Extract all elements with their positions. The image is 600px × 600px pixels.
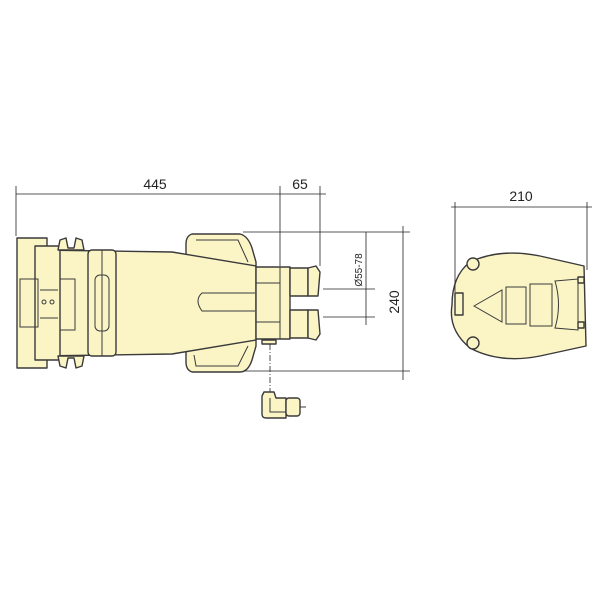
side-view <box>16 233 321 419</box>
front-dimensions: 210 <box>451 188 592 292</box>
dim-width: 210 <box>509 188 533 204</box>
handle-inner <box>193 239 249 367</box>
clamp-top <box>57 237 85 251</box>
angle-adapter <box>261 391 306 419</box>
gland-block <box>255 266 291 340</box>
cable-gland-top <box>289 267 309 297</box>
dim-length: 445 <box>143 176 167 192</box>
dim-height: 240 <box>386 290 402 314</box>
main-body <box>39 249 257 357</box>
end-flange <box>34 245 61 361</box>
clamp-bottom <box>57 355 85 369</box>
side-dimensions: 445 65 240 Ø55-78 <box>15 176 410 380</box>
front-view <box>450 252 587 360</box>
front-housing <box>450 252 587 360</box>
cable-gland-bottom <box>289 309 309 339</box>
dim-cable-diameter: Ø55-78 <box>354 253 365 287</box>
dim-gland-depth: 65 <box>292 176 308 192</box>
